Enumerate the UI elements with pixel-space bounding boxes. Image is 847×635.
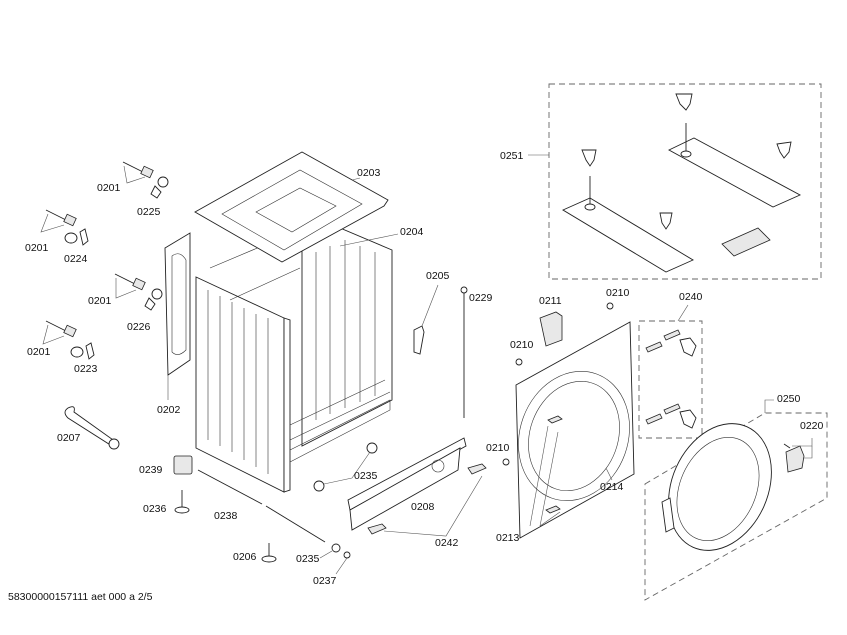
fastener-set-0224	[40, 209, 89, 246]
label-0236: 0236	[143, 503, 167, 515]
label-0214: 0214	[600, 481, 624, 493]
label-0250: 0250	[777, 393, 801, 405]
label-0210-b: 0210	[510, 339, 534, 351]
label-0203: 0203	[357, 167, 381, 179]
label-0206: 0206	[233, 551, 257, 563]
label-0224: 0224	[64, 253, 88, 265]
top-cover	[194, 151, 389, 263]
label-0201-b: 0201	[25, 242, 49, 254]
label-0238: 0238	[214, 510, 238, 522]
label-0201-a: 0201	[97, 182, 121, 194]
label-0204: 0204	[400, 226, 424, 238]
leader-0204	[339, 233, 399, 247]
installation-kit-box	[528, 83, 822, 280]
fastener-set-0226	[114, 273, 163, 311]
front-rail-0208	[347, 437, 487, 537]
label-0207: 0207	[57, 432, 81, 444]
label-0202: 0202	[157, 404, 181, 416]
cabinet-body	[164, 227, 393, 493]
front-panel-0214	[502, 302, 635, 539]
fastener-set-0223	[42, 320, 95, 360]
label-0242: 0242	[435, 537, 459, 549]
label-0226: 0226	[127, 321, 151, 333]
label-0237: 0237	[313, 575, 337, 587]
label-0229: 0229	[469, 292, 493, 304]
fastener-set-0225	[122, 161, 169, 199]
label-0210-a: 0210	[606, 287, 630, 299]
door-assembly-box	[644, 399, 828, 601]
label-0225: 0225	[137, 206, 161, 218]
label-0220: 0220	[800, 420, 824, 432]
label-0240: 0240	[679, 291, 703, 303]
hinge-set-box	[638, 304, 703, 439]
label-0213: 0213	[496, 532, 520, 544]
label-0208: 0208	[411, 501, 435, 513]
label-0223: 0223	[74, 363, 98, 375]
label-0251: 0251	[500, 150, 524, 162]
label-0235-a: 0235	[354, 470, 378, 482]
drawing-code: 58300000157111 aet 000 a 2/5	[8, 591, 153, 603]
label-0201-d: 0201	[27, 346, 51, 358]
label-0201-c: 0201	[88, 295, 112, 307]
label-0239: 0239	[139, 464, 163, 476]
bottom-parts	[173, 442, 378, 575]
wrench-0207	[64, 406, 120, 450]
label-0205: 0205	[426, 270, 450, 282]
rod-0229	[460, 286, 468, 418]
label-0211: 0211	[539, 295, 562, 307]
bracket-0205	[413, 284, 439, 355]
label-0210-c: 0210	[486, 442, 510, 454]
label-0235-b: 0235	[296, 553, 320, 565]
